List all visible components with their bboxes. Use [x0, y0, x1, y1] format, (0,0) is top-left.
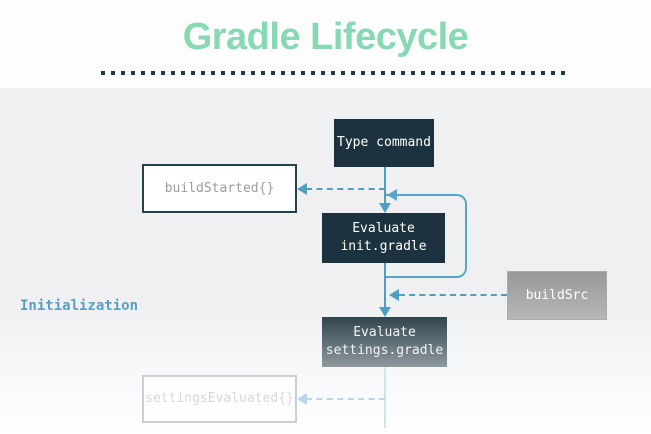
connector-dashed-build-started — [306, 188, 385, 190]
connector-dashed-build-src — [399, 294, 507, 296]
connector-init-to-settings — [384, 263, 386, 309]
arrowhead-left-icon — [389, 289, 399, 301]
node-evaluate-init-gradle: Evaluate init.gradle — [322, 213, 445, 263]
connector-settings-continues — [384, 367, 386, 428]
arrowhead-left-icon — [387, 189, 397, 201]
node-evaluate-settings-gradle: Evaluate settings.gradle — [322, 317, 447, 367]
page-title: Gradle Lifecycle — [182, 16, 469, 58]
node-settings-evaluated-hook: settingsEvaluated{} — [142, 375, 297, 423]
phase-label-initialization: Initialization — [20, 298, 139, 314]
node-type-command: Type command — [334, 119, 434, 167]
connector-dashed-settings-evaluated — [306, 398, 385, 400]
arrowhead-left-icon — [297, 393, 307, 405]
node-build-src: buildSrc — [507, 271, 607, 320]
node-build-started-hook: buildStarted{} — [142, 164, 297, 213]
arrowhead-down-icon — [379, 307, 391, 317]
connector-init-gradle-loop — [385, 194, 467, 278]
title-dotted-divider — [101, 71, 565, 75]
arrowhead-down-icon — [379, 203, 391, 213]
connector-command-to-init — [384, 167, 386, 206]
arrowhead-left-icon — [297, 183, 307, 195]
